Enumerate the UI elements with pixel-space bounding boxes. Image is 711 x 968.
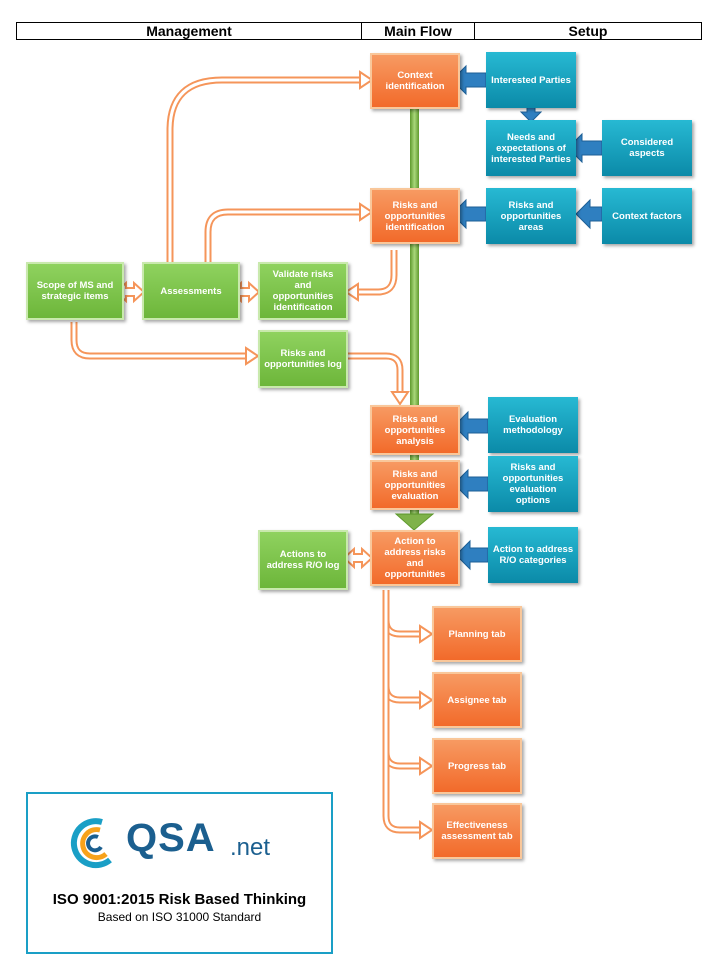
considered-aspects-box: Considered aspects <box>602 120 692 176</box>
risks-opp-areas-box: Risks and opportunities areas <box>486 188 576 244</box>
progress-tab-box: Progress tab <box>432 738 522 794</box>
risks-opp-log-box: Risks and opportunities log <box>258 330 348 388</box>
assessments-box: Assessments <box>142 262 240 320</box>
main-flow-line <box>410 108 419 518</box>
logo-title: ISO 9001:2015 Risk Based Thinking <box>52 891 307 908</box>
arrow-options-to-evaluation <box>453 468 489 500</box>
risks-opp-analysis-box: Risks and opportunities analysis <box>370 405 460 455</box>
header-setup: Setup <box>474 22 702 40</box>
effectiveness-tab-box: Effectiveness assessment tab <box>432 803 522 859</box>
assignee-tab-box: Assignee tab <box>432 672 522 728</box>
needs-expectations-box: Needs and expectations of interested Par… <box>486 120 576 176</box>
logo-suffix: .net <box>230 834 271 861</box>
scope-ms-box: Scope of MS and strategic items <box>26 262 124 320</box>
logo-subtitle: Based on ISO 31000 Standard <box>97 910 262 924</box>
arrow-action-to-planning <box>382 590 420 638</box>
logo-card: QSA .net ISO 9001:2015 Risk Based Thinki… <box>26 792 333 954</box>
arrow-scope-to-log <box>70 322 246 360</box>
arrow-assessments-to-risks-id <box>204 208 360 262</box>
actions-log-box: Actions to address R/O log <box>258 530 348 590</box>
action-to-address-box: Action to address risks and opportunitie… <box>370 530 460 586</box>
evaluation-options-box: Risks and opportunities evaluation optio… <box>488 456 578 512</box>
context-factors-box: Context factors <box>602 188 692 244</box>
arrow-log-to-analysis <box>346 352 404 392</box>
qsa-swirl-icon <box>70 818 112 869</box>
arrow-action-to-progress <box>382 590 420 770</box>
arrow-risks-id-to-validate <box>358 250 398 296</box>
planning-tab-box: Planning tab <box>432 606 522 662</box>
context-identification-box: Context identification <box>370 53 460 109</box>
arrow-factors-to-areas <box>575 198 603 230</box>
risks-opp-identification-box: Risks and opportunities identification <box>370 188 460 244</box>
evaluation-methodology-box: Evaluation methodology <box>488 397 578 453</box>
arrow-action-to-assignee <box>382 590 420 704</box>
main-flow-arrowhead <box>394 513 435 531</box>
validate-box: Validate risks and opportunities identif… <box>258 262 348 320</box>
action-categories-box: Action to address R/O categories <box>488 527 578 583</box>
logo-brand: QSA <box>126 816 216 860</box>
arrow-methodology-to-analysis <box>453 410 489 442</box>
arrow-assessments-to-context <box>166 76 360 262</box>
arrow-categories-to-action <box>455 539 489 571</box>
arrow-actions-log-action <box>342 546 374 570</box>
risks-opp-evaluation-box: Risks and opportunities evaluation <box>370 460 460 510</box>
arrow-action-to-effectiveness <box>382 590 420 834</box>
interested-parties-box: Interested Parties <box>486 52 576 108</box>
